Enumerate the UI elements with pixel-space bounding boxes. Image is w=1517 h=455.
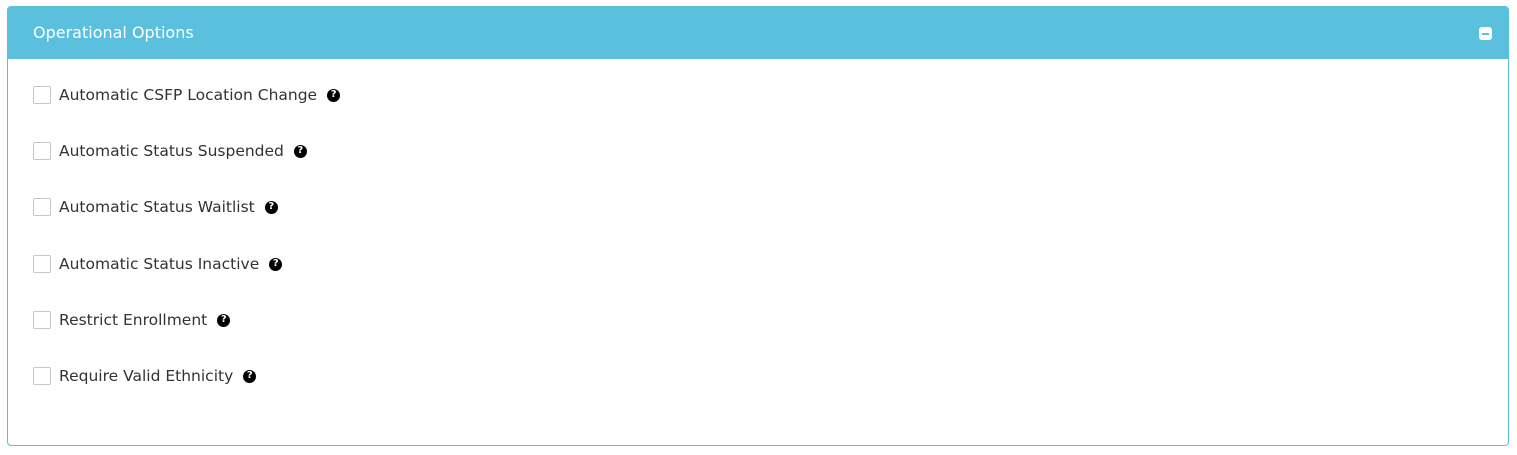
checkbox[interactable] — [33, 142, 51, 160]
option-label[interactable]: Require Valid Ethnicity — [59, 367, 234, 385]
option-automatic-status-suspended[interactable]: Automatic Status Suspended ? — [33, 141, 307, 161]
operational-options-panel: Operational Options Automatic CSFP Locat… — [7, 6, 1509, 446]
help-icon[interactable]: ? — [264, 200, 278, 214]
checkbox[interactable] — [33, 367, 51, 385]
option-restrict-enrollment[interactable]: Restrict Enrollment ? — [33, 310, 231, 330]
option-automatic-csfp-location-change[interactable]: Automatic CSFP Location Change ? — [33, 85, 341, 105]
checkbox[interactable] — [33, 86, 51, 104]
option-require-valid-ethnicity[interactable]: Require Valid Ethnicity ? — [33, 366, 257, 386]
checkbox[interactable] — [33, 255, 51, 273]
help-icon[interactable]: ? — [269, 257, 283, 271]
help-icon[interactable]: ? — [243, 369, 257, 383]
panel-title: Operational Options — [33, 23, 194, 42]
option-label[interactable]: Restrict Enrollment — [59, 311, 208, 329]
option-label[interactable]: Automatic CSFP Location Change — [59, 86, 318, 104]
option-label[interactable]: Automatic Status Suspended — [59, 142, 284, 160]
option-automatic-status-inactive[interactable]: Automatic Status Inactive ? — [33, 254, 283, 274]
checkbox[interactable] — [33, 311, 51, 329]
option-label[interactable]: Automatic Status Waitlist — [59, 198, 255, 216]
help-icon[interactable]: ? — [217, 313, 231, 327]
checkbox[interactable] — [33, 198, 51, 216]
collapse-icon[interactable] — [1479, 27, 1492, 40]
panel-header[interactable]: Operational Options — [8, 7, 1508, 59]
help-icon[interactable]: ? — [293, 144, 307, 158]
help-icon[interactable]: ? — [327, 88, 341, 102]
option-label[interactable]: Automatic Status Inactive — [59, 255, 260, 273]
option-automatic-status-waitlist[interactable]: Automatic Status Waitlist ? — [33, 197, 278, 217]
